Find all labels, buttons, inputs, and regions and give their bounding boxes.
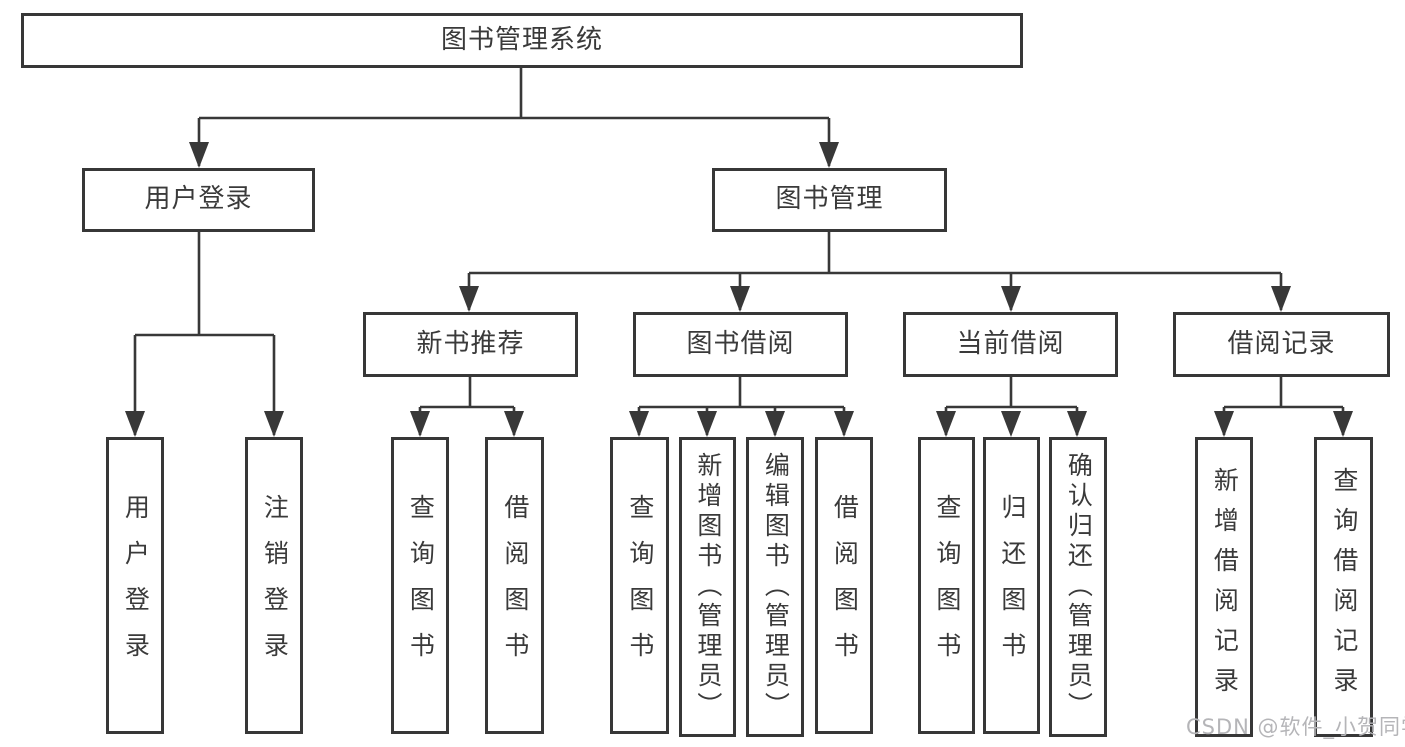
leaf-add-borrow-record: 新增借阅记录 (1195, 437, 1253, 737)
node-borrow-records: 借阅记录 (1173, 312, 1390, 377)
node-root-system: 图书管理系统 (21, 13, 1023, 68)
leaf-edit-books-admin: 编辑图书（管理员） (746, 437, 804, 737)
leaf-logout: 注销登录 (245, 437, 303, 734)
leaf-confirm-return-admin: 确认归还（管理员） (1049, 437, 1107, 737)
leaf-query-borrow-record: 查询借阅记录 (1314, 437, 1373, 737)
leaf-user-login: 用户登录 (106, 437, 164, 734)
arrowheads (125, 142, 1353, 437)
leaf-borrow-books: 借阅图书 (815, 437, 873, 734)
node-book-borrow: 图书借阅 (633, 312, 848, 377)
leaf-borrow-books-recommend: 借阅图书 (485, 437, 544, 734)
node-book-management-branch: 图书管理 (712, 168, 947, 232)
csdn-watermark: CSDN @软件_小贺同学 (1186, 715, 1405, 739)
leaf-query-books-borrow: 查询图书 (610, 437, 669, 734)
leaf-query-books-current: 查询图书 (918, 437, 975, 734)
leaf-return-books: 归还图书 (983, 437, 1040, 734)
leaf-query-books-recommend: 查询图书 (391, 437, 449, 734)
leaf-add-books-admin: 新增图书（管理员） (679, 437, 736, 737)
node-new-book-recommend: 新书推荐 (363, 312, 578, 377)
node-current-borrow: 当前借阅 (903, 312, 1118, 377)
node-user-login-branch: 用户登录 (82, 168, 315, 232)
